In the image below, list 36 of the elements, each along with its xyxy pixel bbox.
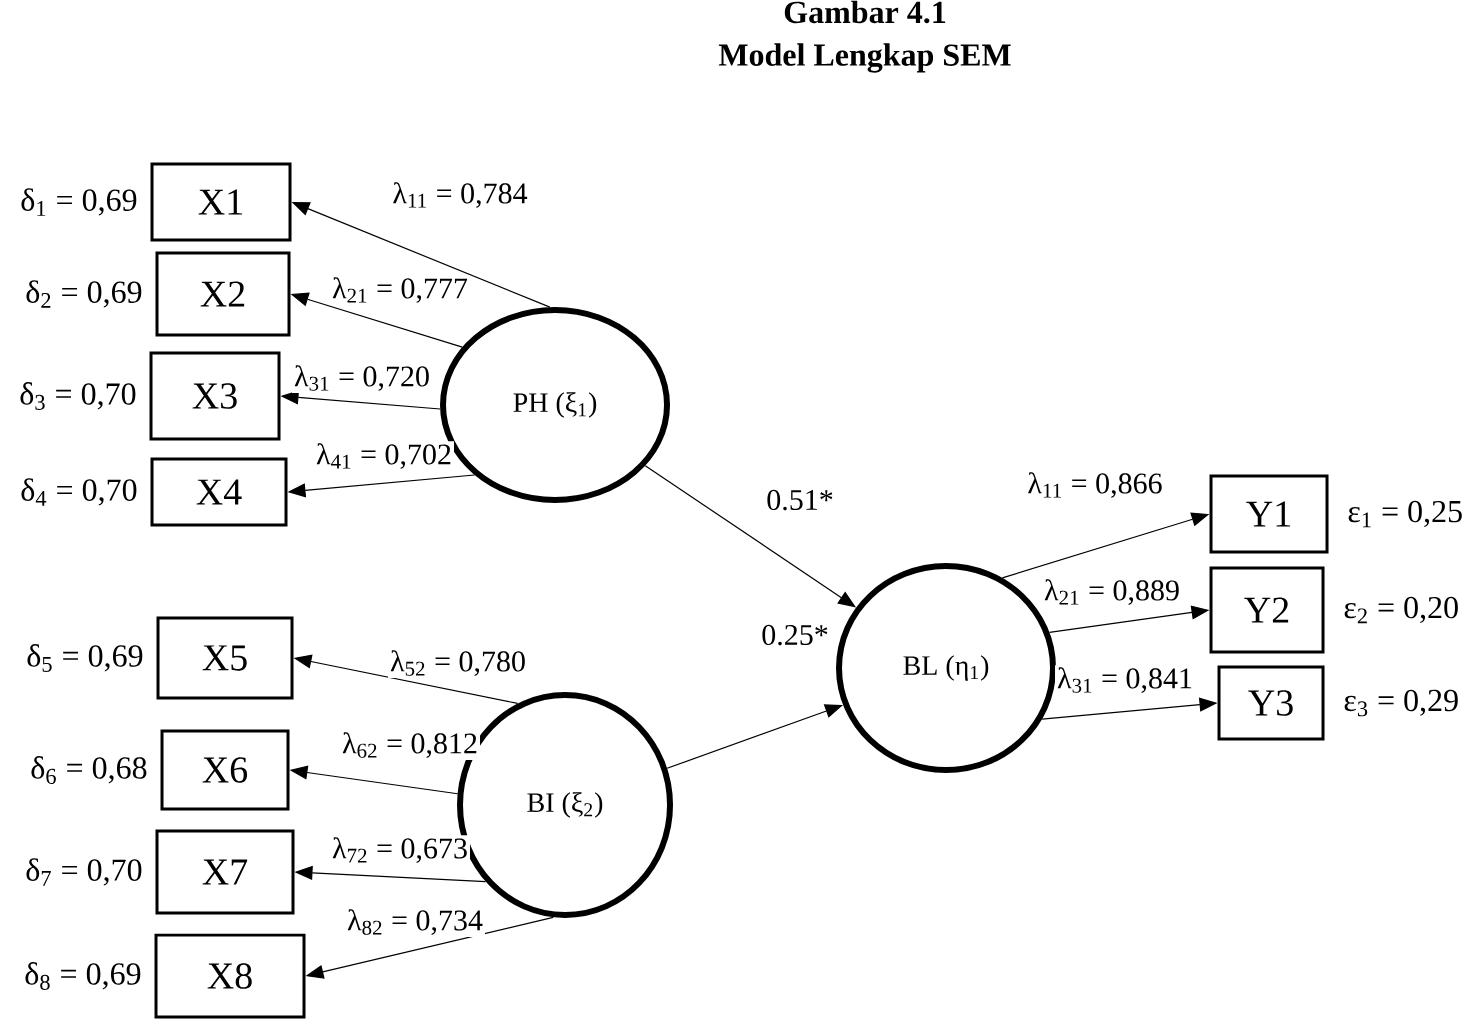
error-label: δ$_{6}$ = 0,68	[31, 756, 147, 784]
error-label: ε$_{1}$ = 0,25	[1348, 500, 1462, 528]
edge-label: λ$_{82}$ = 0,734	[345, 907, 485, 937]
figure-title: Gambar 4.1	[784, 0, 946, 24]
edge-label: λ$_{62}$ = 0,812	[340, 730, 480, 760]
indicator-box: X2	[155, 251, 291, 337]
figure-caption: Model Lengkap SEM	[718, 43, 1011, 73]
error-label: δ$_{5}$ = 0,69	[27, 644, 143, 672]
indicator-box: Y3	[1217, 665, 1325, 741]
error-label: ε$_{3}$ = 0,29	[1344, 689, 1458, 717]
error-label: δ$_{1}$ = 0,69	[21, 188, 137, 216]
edge-label: λ$_{72}$ = 0,673	[330, 835, 470, 865]
edge-label: λ$_{52}$ = 0,780	[388, 648, 528, 678]
edge-label: λ$_{41}$ = 0,702	[314, 441, 454, 471]
error-label: δ$_{4}$ = 0,70	[21, 478, 137, 506]
indicator-box: X6	[160, 729, 290, 811]
indicator-box: Y1	[1209, 474, 1329, 554]
edge-label: λ$_{31}$ = 0,841	[1055, 665, 1195, 695]
edge-label: λ$_{31}$ = 0,720	[292, 363, 432, 393]
indicator-box: X8	[154, 933, 306, 1019]
error-label: ε$_{2}$ = 0,20	[1344, 596, 1458, 624]
indicator-box: X4	[150, 457, 288, 527]
error-label: δ$_{3}$ = 0,70	[20, 382, 136, 410]
indicator-box: X1	[150, 162, 292, 242]
edge-label: 0.25*	[759, 622, 831, 648]
error-label: δ$_{2}$ = 0,69	[26, 280, 142, 308]
error-label: δ$_{8}$ = 0,69	[25, 962, 141, 990]
edge-label: 0.51*	[764, 487, 836, 513]
edge-label: λ$_{11}$ = 0,784	[390, 180, 530, 210]
error-label: δ$_{7}$ = 0,70	[26, 858, 142, 886]
edge-label: λ$_{21}$ = 0,777	[330, 275, 470, 305]
indicator-box: X3	[149, 351, 281, 441]
edge-label: λ$_{11}$ = 0,866	[1025, 470, 1165, 500]
indicator-box: Y2	[1209, 566, 1325, 654]
indicator-box: X7	[155, 829, 295, 915]
indicator-box: X5	[156, 616, 294, 700]
